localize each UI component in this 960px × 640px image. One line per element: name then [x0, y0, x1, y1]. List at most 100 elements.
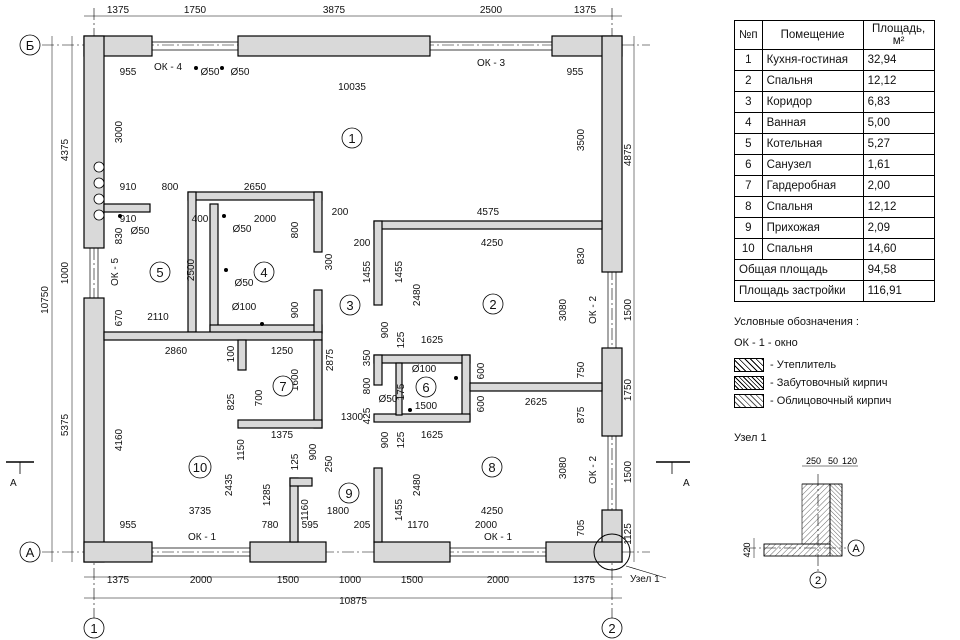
dim-left-1: 4375 — [60, 138, 71, 161]
svg-text:10035: 10035 — [338, 82, 366, 93]
dim-top-2: 1750 — [184, 5, 207, 16]
svg-text:825: 825 — [226, 393, 237, 410]
dim-right-1: 4875 — [623, 143, 634, 166]
svg-text:100: 100 — [226, 345, 237, 362]
svg-text:Ø50: Ø50 — [231, 67, 250, 78]
svg-text:1: 1 — [348, 131, 355, 146]
svg-text:А: А — [10, 478, 17, 489]
room-1-marker: 1 — [341, 127, 363, 149]
room-3-marker: 3 — [339, 294, 361, 316]
legend-window-note: ОК - 1 - окно — [734, 337, 798, 349]
svg-text:4: 4 — [260, 265, 267, 280]
svg-text:2000: 2000 — [475, 520, 498, 531]
node-detail: Узел 1 250 50 120 420 А 2 — [734, 432, 894, 597]
svg-text:2: 2 — [815, 575, 821, 587]
svg-text:300: 300 — [324, 253, 335, 270]
svg-text:955: 955 — [567, 67, 584, 78]
svg-text:800: 800 — [162, 182, 179, 193]
svg-text:4250: 4250 — [481, 238, 504, 249]
backing-brick-swatch-icon — [734, 376, 764, 390]
legend: Условные обозначения : ОК - 1 - окно - У… — [734, 316, 934, 412]
svg-text:Узел 1: Узел 1 — [630, 574, 660, 585]
svg-text:780: 780 — [262, 520, 279, 531]
inner-walls — [103, 191, 603, 543]
svg-text:Ø100: Ø100 — [232, 302, 257, 313]
svg-text:830: 830 — [114, 227, 125, 244]
svg-text:9: 9 — [345, 486, 352, 501]
table-header-row: №п Помещение Площадь, м² — [734, 20, 935, 50]
svg-text:595: 595 — [302, 520, 319, 531]
svg-text:10: 10 — [193, 460, 207, 475]
svg-text:2500: 2500 — [186, 258, 197, 281]
room-7-marker: 7 — [272, 375, 294, 397]
svg-text:2: 2 — [489, 297, 496, 312]
svg-text:250: 250 — [324, 455, 335, 472]
svg-text:7: 7 — [279, 379, 286, 394]
svg-text:4160: 4160 — [114, 428, 125, 451]
svg-text:910: 910 — [120, 182, 137, 193]
svg-text:1300: 1300 — [341, 412, 364, 423]
svg-text:3735: 3735 — [189, 506, 212, 517]
svg-text:50: 50 — [828, 456, 838, 466]
window-ok3: ОК - 3 — [477, 58, 505, 69]
svg-text:2875: 2875 — [325, 348, 336, 371]
svg-text:875: 875 — [576, 406, 587, 423]
svg-text:705: 705 — [576, 519, 587, 536]
axis-marker-a: А — [19, 541, 41, 563]
svg-text:2650: 2650 — [244, 182, 267, 193]
svg-text:1455: 1455 — [394, 260, 405, 283]
svg-text:910: 910 — [120, 214, 137, 225]
svg-text:3000: 3000 — [114, 120, 125, 143]
dim-bottom-7: 1375 — [573, 575, 596, 586]
dim-top-1: 1375 — [107, 5, 130, 16]
svg-text:750: 750 — [576, 361, 587, 378]
svg-text:420: 420 — [742, 542, 752, 557]
header-room: Помещение — [761, 20, 864, 50]
inner-dimensions: 955 955 10035 3000 3500 910 800 2650 910… — [114, 67, 587, 536]
legend-item-backing-brick: - Забутовочный кирпич — [734, 376, 934, 390]
dim-right-2: 1500 — [623, 298, 634, 321]
svg-text:Ø50: Ø50 — [233, 224, 252, 235]
svg-text:4575: 4575 — [477, 207, 500, 218]
svg-text:1625: 1625 — [421, 430, 444, 441]
room-10-marker: 10 — [188, 455, 212, 479]
dim-left-3: 5375 — [60, 413, 71, 436]
svg-text:955: 955 — [120, 67, 137, 78]
svg-text:800: 800 — [362, 377, 373, 394]
svg-text:1455: 1455 — [394, 498, 405, 521]
node-callout: Узел 1 — [593, 533, 667, 585]
svg-text:1600: 1600 — [290, 368, 301, 391]
svg-text:А: А — [26, 545, 35, 560]
svg-text:900: 900 — [380, 321, 391, 338]
svg-text:1375: 1375 — [271, 430, 294, 441]
dim-bottom-2: 2000 — [190, 575, 213, 586]
dim-bottom-6: 2000 — [487, 575, 510, 586]
svg-text:2: 2 — [608, 621, 615, 636]
svg-text:900: 900 — [308, 443, 319, 460]
window-labels: ОК - 4 ОК - 3 ОК - 5 ОК - 2 ОК - 2 ОК - … — [110, 58, 599, 543]
axis-marker-b: Б — [19, 34, 41, 56]
header-number: №п — [734, 20, 763, 50]
svg-text:120: 120 — [842, 456, 857, 466]
legend-item-facing-brick: - Облицовочный кирпич — [734, 394, 934, 408]
svg-text:А: А — [683, 478, 690, 489]
svg-text:3080: 3080 — [558, 298, 569, 321]
svg-text:200: 200 — [332, 207, 349, 218]
window-ok4: ОК - 4 — [154, 62, 182, 73]
svg-text:3500: 3500 — [576, 128, 587, 151]
svg-text:175: 175 — [396, 383, 407, 400]
svg-text:900: 900 — [380, 431, 391, 448]
svg-text:2480: 2480 — [412, 473, 423, 496]
svg-text:Ø50: Ø50 — [201, 67, 220, 78]
dim-right-4: 1500 — [623, 460, 634, 483]
